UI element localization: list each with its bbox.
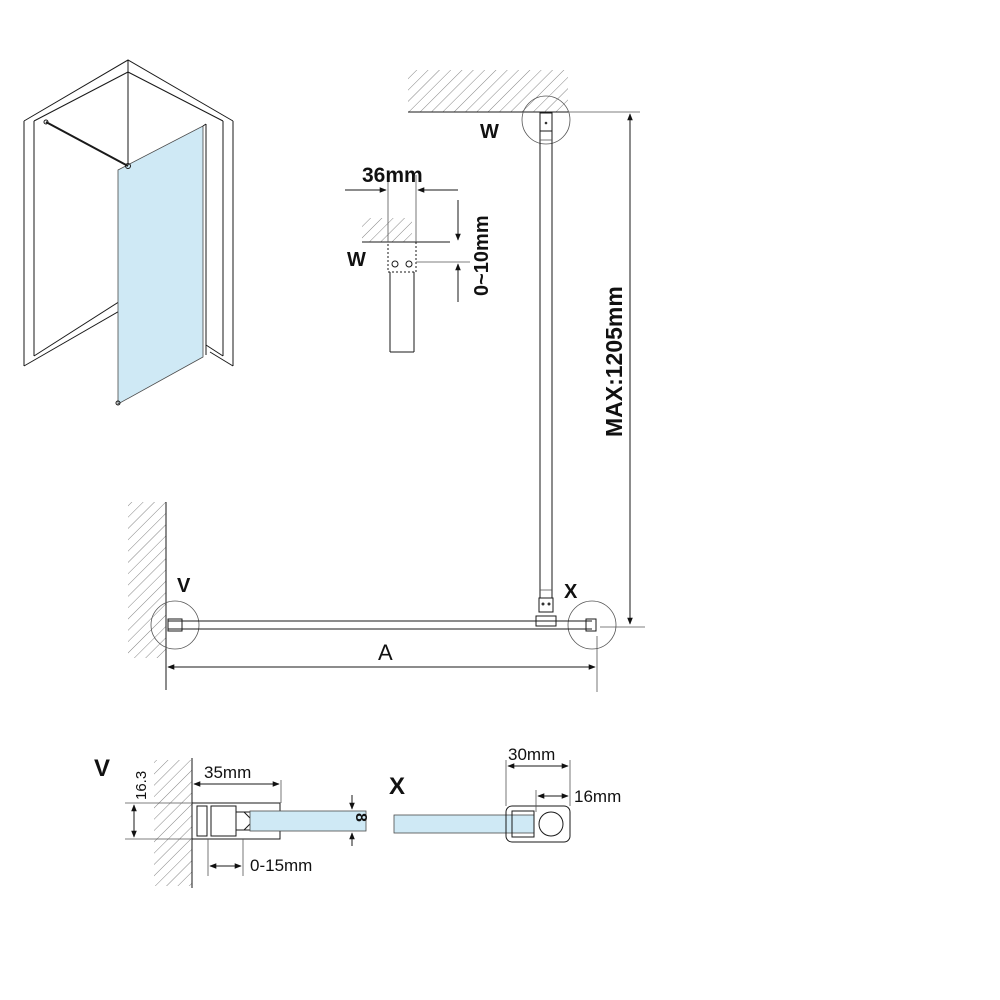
x-detail-label: X xyxy=(389,773,405,800)
support-bar-3d xyxy=(45,121,129,167)
glass-thickness-label: 8 xyxy=(352,813,369,822)
v-plan-label: V xyxy=(177,575,191,597)
glass-panel-3d xyxy=(117,125,204,405)
x-depth-label: 16mm xyxy=(574,787,621,806)
x-width-label: 30mm xyxy=(508,745,555,764)
w-top-label: W xyxy=(480,121,499,143)
v-detail: 8 16.3 35mm 0-15mm V xyxy=(94,755,369,888)
plan-view: V X A xyxy=(128,502,617,692)
perspective-illustration xyxy=(23,59,234,406)
v-width-label: 35mm xyxy=(204,763,251,782)
top-wall-section: W xyxy=(408,70,640,627)
w-gap-label: 0~10mm xyxy=(471,215,493,296)
a-dimension-label: A xyxy=(378,640,393,665)
v-adjust-label: 0-15mm xyxy=(250,856,312,875)
w-detail: 36mm 0~10mm W xyxy=(345,164,493,353)
x-detail: X 30mm 16mm xyxy=(389,745,621,843)
v-detail-label: V xyxy=(94,755,110,782)
v-glass xyxy=(249,810,367,832)
detail-circle-v xyxy=(150,600,200,650)
detail-circle-x xyxy=(567,600,617,650)
max-height-dimension: MAX:1205mm xyxy=(600,113,645,628)
v-height-label: 16.3 xyxy=(133,771,150,800)
detail-circle-w xyxy=(521,95,571,145)
max-height-label: MAX:1205mm xyxy=(601,286,627,437)
x-glass xyxy=(393,814,535,834)
w-detail-label: W xyxy=(347,249,366,271)
x-plan-label: X xyxy=(564,581,578,603)
w-width-label: 36mm xyxy=(362,164,423,187)
